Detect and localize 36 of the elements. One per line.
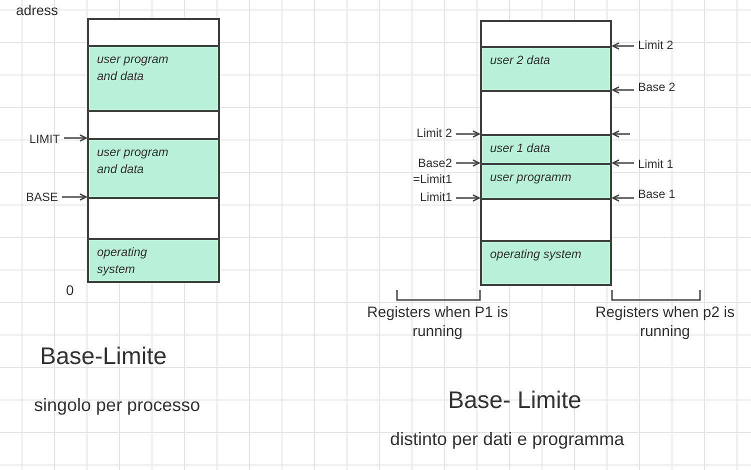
register-label: Limit 1 [638, 156, 698, 172]
arrow [456, 194, 480, 202]
arrow [62, 193, 87, 201]
register-label: Limit1 [398, 189, 452, 205]
annotation: 0 [66, 282, 75, 300]
annotation: Registers when p2 is running [594, 304, 736, 342]
memory-segment: operating system [89, 240, 218, 281]
caption: Base-Limite [40, 342, 168, 372]
register-label: BASE [14, 189, 58, 205]
memory-segment: user program and data [89, 47, 218, 112]
register-label: Base 1 [638, 186, 698, 202]
caption: Base- Limite [448, 386, 582, 416]
arrow [612, 42, 634, 50]
caption: distinto per dati e programma [390, 428, 626, 450]
memory-column [87, 18, 220, 283]
annotation: adress [16, 2, 60, 20]
register-label: Base2 =Limit1 [382, 155, 452, 187]
annotation: Registers when P1 is running [366, 304, 509, 342]
arrow [456, 130, 480, 138]
memory-segment: user programm [482, 165, 610, 200]
arrow [612, 86, 634, 94]
register-label: Limit 2 [398, 125, 452, 141]
memory-segment: user program and data [89, 140, 218, 199]
arrow [456, 159, 480, 167]
arrow [612, 159, 634, 167]
arrow [612, 130, 630, 138]
memory-segment: operating system [482, 242, 610, 284]
arrow [64, 134, 87, 142]
register-label: LIMIT [14, 131, 60, 147]
memory-column [480, 20, 612, 286]
register-label: Limit 2 [638, 37, 698, 53]
memory-segment: user 2 data [482, 48, 610, 92]
caption: singolo per processo [34, 394, 202, 416]
register-label: Base 2 [638, 79, 698, 95]
arrow [612, 194, 634, 202]
memory-segment: user 1 data [482, 136, 610, 165]
